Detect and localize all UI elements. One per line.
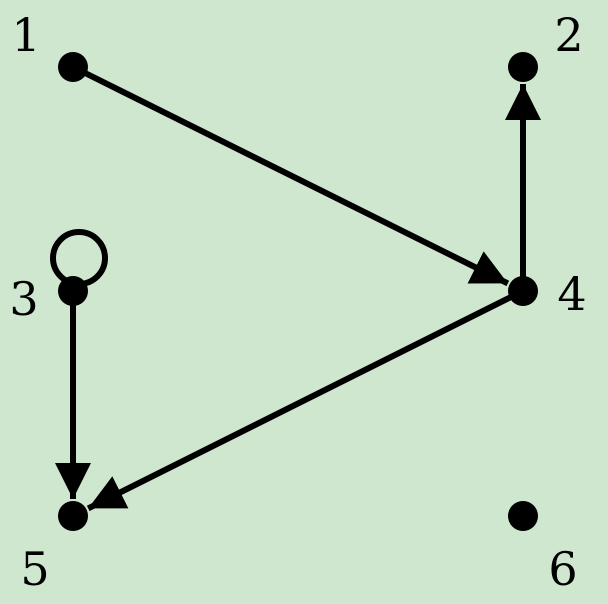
node-3 [58, 276, 88, 306]
node-5 [58, 501, 88, 531]
node-label-2: 2 [554, 8, 583, 62]
node-label-1: 1 [11, 8, 40, 62]
node-label-5: 5 [20, 542, 49, 596]
node-4 [508, 276, 538, 306]
node-label-3: 3 [9, 272, 38, 326]
node-6 [508, 501, 538, 531]
node-label-4: 4 [557, 267, 586, 321]
node-2 [508, 52, 538, 82]
node-label-6: 6 [548, 542, 577, 596]
edge-1-to-4 [71, 64, 510, 287]
node-1 [58, 52, 88, 82]
self-loop-edge-3 [50, 229, 108, 287]
edge-4-to-5 [86, 288, 525, 512]
